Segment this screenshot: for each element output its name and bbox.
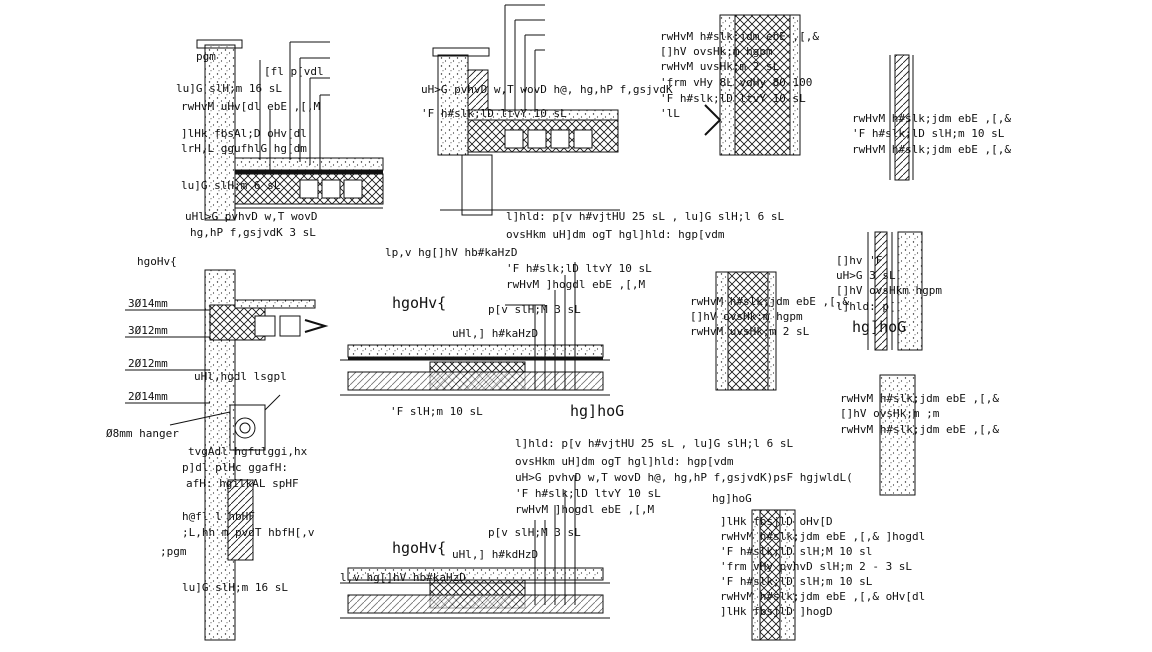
label-l-4: afH: hgilkAL spHF (186, 477, 299, 490)
label-b-3: uH>G pvhvD w,T wovD h@, hg,hP f,gsjvdK)p… (515, 471, 853, 484)
label-wr-1: []hv 'F (836, 254, 882, 267)
label-l-8: lu]G slH;m 16 sL (182, 581, 288, 594)
label-tm-2: 'F h#slk;lD ltvY 10 sL (421, 107, 567, 120)
label-b-7: uHl,] h#kdHzD (452, 548, 538, 561)
label-tl-3: rwHvM uHv[dl ebE ,[,M (181, 100, 320, 113)
label-mid-1: l]hld: p[v h#vjtHU 25 sL , lu]G slH;l 6 … (506, 210, 785, 223)
label-l-1: uHl,hgdl lsgpl (194, 370, 287, 383)
detail-mid-right: rwHvM h#slk;jdm ebE ,[,& []hV ovsHk;m hg… (690, 271, 849, 391)
label-mr-3: rwHvM uvsHk;m 2 sL (690, 325, 810, 338)
label-br-1: ]lHk fbsjlD oHv[D (720, 515, 833, 528)
label-tl-4: ]lHk fbsAl;D oHv[dl (181, 127, 307, 140)
label-mid-3: lp,v hg[]hV hb#kaHzD (385, 246, 517, 259)
label-b-8: l,v hg[]hV hb#kaHzD (340, 571, 466, 584)
label-fr-1: rwHvM h#slk;jdm ebE ,[,& (852, 112, 1011, 125)
wall-section (204, 44, 236, 221)
section-1-sub: hg]hoG (570, 402, 624, 420)
label-l-3: p]dl plHc ggafH: (182, 461, 288, 474)
bar-label-1: 3Ø14mm (128, 297, 168, 310)
label-tr-6: 'lL (660, 107, 680, 120)
detail-wall-3: rwHvM h#slk;jdm ebE ,[,& []hV ovsHk;m ;m… (840, 374, 999, 496)
detail-top-right: rwHvM h#slk;jdm ebE ,[,& []hV ovsHk;m hg… (660, 14, 819, 156)
label-br-7: ]lHk fbsjlD ]hogD (720, 605, 833, 618)
br-title: hg]hoG (712, 492, 752, 505)
label-tl-2: lu]G slH;m 16 sL (176, 82, 282, 95)
roof-screed (234, 157, 384, 171)
label-tl-1: pgm (196, 50, 216, 63)
label-tl-5: lrH,L ggufhlG hg[dm (181, 142, 307, 155)
label-l-2: tvgAdl hgfulggi,hx (188, 445, 308, 458)
label-tr-2: []hV ovsHk;m hgpm (660, 45, 773, 58)
membrane (235, 170, 383, 174)
label-b-4: 'F h#slk;lD ltvY 10 sL (515, 487, 661, 500)
detail-far-right: rwHvM h#slk;jdm ebE ,[,& 'F h#slk;lD slH… (852, 54, 1011, 181)
wall-section-tm (437, 54, 469, 156)
label-fr-2: 'F h#slk;lD slH;m 10 sL (852, 127, 1005, 140)
section-2-title: hgoHv{ (392, 539, 446, 557)
detail-wall-right: []hv 'F uH>G 3 sL []hV ovsHkm hgpm l]hld… (836, 231, 942, 351)
detail-top-middle: uH>G pvhvD w,T wovD h@, hg,hP f,gsjvdK '… (421, 4, 673, 216)
label-br-6: rwHvM h#slk;jdm ebE ,[,& oHv[dl (720, 590, 925, 603)
label-w3-1: rwHvM h#slk;jdm ebE ,[,& (840, 392, 999, 405)
label-wr-4: l]hld: p[ (836, 300, 896, 313)
wr-title: hg]hoG (852, 318, 906, 336)
detail-left-beam: hgoHv{ 3Ø14mm 3Ø12mm 2Ø12mm 2Ø14mm Ø8mm … (106, 255, 329, 641)
label-fr-3: rwHvM h#slk;jdm ebE ,[,& (852, 143, 1011, 156)
label-b-5: rwHvM ]hogdl ebE ,[,M (515, 503, 654, 516)
label-tl-7: uHl>G pvhvD w,T wovD (185, 210, 317, 223)
label-b-2: ovsHkm uH]dm ogT hgl]hld: hgp[vdm (515, 455, 734, 468)
label-l-7: ;pgm (160, 545, 187, 558)
bar-label-3: 2Ø12mm (128, 357, 168, 370)
section-1-title: hgoHv{ (392, 294, 446, 312)
label-mr-1: rwHvM h#slk;jdm ebE ,[,& (690, 295, 849, 308)
label-tl-9: [fl p[vdl (264, 65, 324, 78)
detail-top-left: pgm [fl p[vdl lu]G slH;m 16 sL rwHvM uHv… (176, 39, 384, 239)
label-wr-2: uH>G 3 sL (836, 269, 896, 282)
hanger-label: Ø8mm hanger (106, 427, 179, 440)
label-tl-6: lu]G slH;m 6 sL (181, 179, 281, 192)
label-mid-7: uHl,] h#kaHzD (452, 327, 538, 340)
leaders-tl (259, 41, 330, 170)
label-tr-5: 'F h#slk;lD ltvY 10 sL (660, 92, 806, 105)
bar-label-4: 2Ø14mm (128, 390, 168, 403)
label-wr-3: []hV ovsHkm hgpm (836, 284, 942, 297)
hollow-blocks (299, 179, 363, 199)
section-2: l]hld: p[v h#vjtHU 25 sL , lu]G slH;l 6 … (340, 437, 853, 619)
label-tr-3: rwHvM uvsHk;m 2 sL (660, 60, 780, 73)
leaders-tm (504, 4, 545, 112)
label-mid-4: 'F h#slk;lD ltvY 10 sL (506, 262, 652, 275)
label-l-6: ;L,hh m pvdT hbfH[,v (182, 526, 315, 539)
label-w3-2: []hV ovsHk;m ;m (840, 407, 940, 420)
bar-label-2: 3Ø12mm (128, 324, 168, 337)
label-br-5: 'F h#slk;lD slH;m 10 sL (720, 575, 873, 588)
label-mid-8: 'F slH;m 10 sL (390, 405, 483, 418)
parapet-cap (196, 39, 243, 49)
label-mr-2: []hV ovsHk;m hgpm (690, 310, 803, 323)
label-tl-8: hg,hP f,gsjvdK 3 sL (190, 226, 316, 239)
label-tm-1: uH>G pvhvD w,T wovD h@, hg,hP f,gsjvdK (421, 83, 673, 96)
detail-bottom-right: hg]hoG ]lHk fbsjlD oHv[D rwHvM h#slk;jdm… (712, 492, 925, 641)
left-title: hgoHv{ (137, 255, 177, 268)
section-1: l]hld: p[v h#vjtHU 25 sL , lu]G slH;l 6 … (340, 210, 785, 420)
label-tr-1: rwHvM h#slk;jdm ebE ,[,& (660, 30, 819, 43)
label-br-3: 'F h#slk;lD slH;M 10 sl (720, 545, 872, 558)
label-br-2: rwHvM h#slk;jdm ebE ,[,& ]hogdl (720, 530, 925, 543)
label-l-5: h@fl l hbHF (182, 510, 255, 523)
label-w3-3: rwHvM h#slk;jdm ebE ,[,& (840, 423, 999, 436)
label-mid-5: rwHvM ]hogdl ebE ,[,M (506, 278, 645, 291)
label-br-4: 'frm vHy pvhvD slH;m 2 - 3 sL (720, 560, 912, 573)
label-b-1: l]hld: p[v h#vjtHU 25 sL , lu]G slH;l 6 … (515, 437, 794, 450)
label-mid-2: ovsHkm uH]dm ogT hgl]hld: hgp[vdm (506, 228, 725, 241)
label-tr-4: 'frm vHy 8L vdHy 80 100 (660, 76, 812, 89)
